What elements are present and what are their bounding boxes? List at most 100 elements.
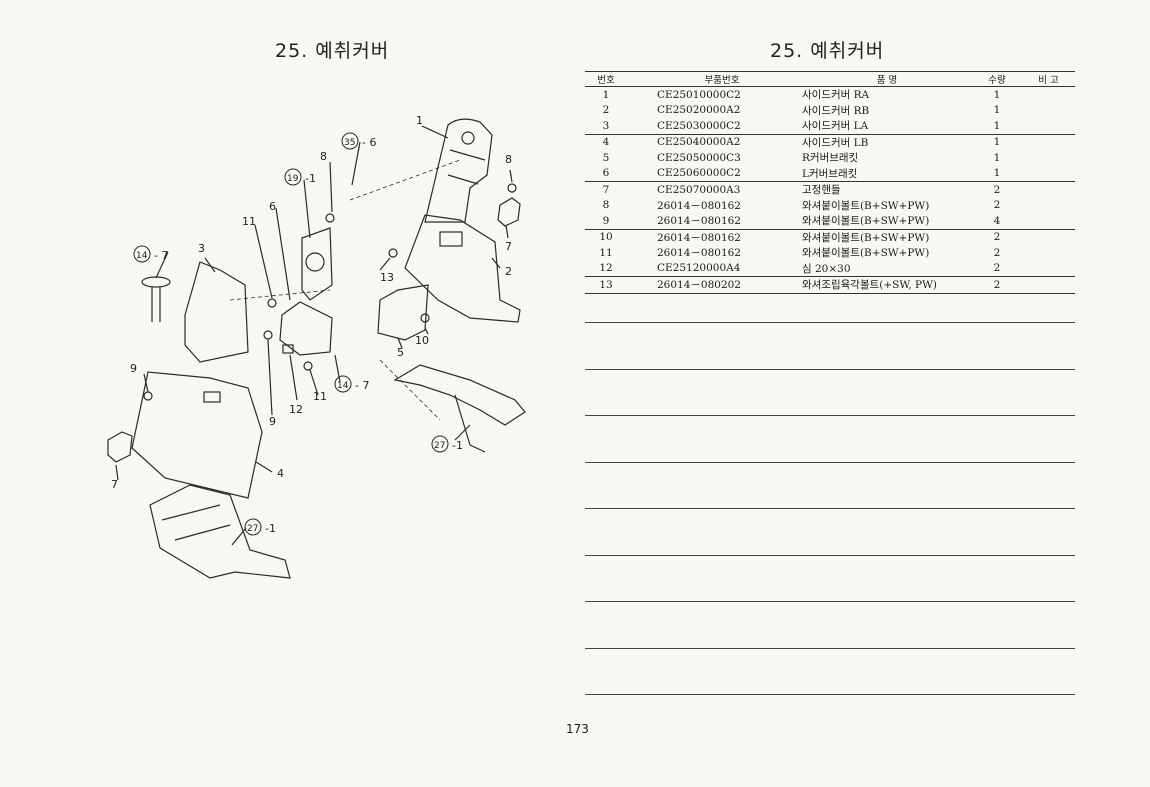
ruled-line [585,462,1075,463]
cell-remark [1022,134,1075,150]
table-row: 4 CE25040000A2 사이드커버 LB 1 [585,134,1075,150]
cell-no: 2 [602,104,610,117]
callout-numbers: 1 2 3 4 5 6 7 7 8 8 9 9 10 11 11 12 13 [111,114,512,491]
cell-name: 와셔붙이볼트(B+SW+PW) [802,199,930,212]
cell-part-no: CE25060000C2 [627,165,787,182]
cell-part-no: CE25020000A2 [657,104,741,117]
reference-labels: 35 - 6 19 -1 14 - 7 14 - 7 27 -1 27 -1 [136,136,463,535]
cell-no: 10 [599,231,613,244]
cell-remark [1022,103,1075,119]
header-name: 품 명 [787,71,972,87]
callout-3: 3 [198,242,205,255]
cell-name: 고정핸들 [802,184,841,197]
cell-part-no: CE25030000C2 [627,118,787,135]
header-part-no: 부품번호 [627,71,787,87]
cell-part-no: 26014－080162 [627,213,787,230]
cell-no: 12 [585,260,627,277]
cell-part-no: 26014－080162 [657,199,741,212]
ruled-line [585,369,1075,370]
cell-name: 사이드커버 LB [802,136,869,149]
cell-qty: 2 [972,276,1022,294]
ref-27b: 27 [247,524,258,534]
cell-name: 사이드커버 RA [802,89,870,102]
side-cover-la [184,261,249,363]
cell-name: 와셔조립육각볼트(+SW, PW) [787,276,972,294]
cell-no: 8 [602,199,610,212]
cell-part-no: CE25010000C2 [657,88,741,101]
cell-qty: 1 [972,118,1022,135]
cell-part-no: 26014－080162 [657,247,741,260]
fixing-handle-left [107,431,133,463]
fixing-handle-right [497,197,521,227]
ref-27a: 27 [434,441,445,451]
cell-no: 11 [599,246,613,259]
parts-list-table: 번호 부품번호 품 명 수량 비 고 1 CE25010000C2 사이드커버 RA… [585,71,1075,294]
ruled-line [585,322,1075,323]
ruled-line [585,694,1075,695]
cell-qty: 1 [993,136,1001,149]
cell-no: 4 [602,136,610,149]
cell-remark [1022,198,1075,214]
ref-19: 19 [287,174,299,184]
ref-27a-suffix: -1 [452,439,463,452]
side-cover-rb [404,214,521,323]
ref-14a: 14 [136,251,148,261]
cell-name: L커버브래킷 [787,165,972,182]
cell-remark [1022,165,1075,182]
cell-no: 9 [585,213,627,230]
page-number: 173 [566,722,589,736]
parts-list-title: 25. 예취커버 [770,40,885,62]
cell-remark [1022,229,1075,245]
side-cover-lb [131,371,263,499]
right-page: 25. 예취커버 [575,0,1150,787]
cell-part-no: CE25040000A2 [657,136,741,149]
callout-8a: 8 [320,150,327,163]
ref-35-suffix: - 6 [362,136,376,149]
ref-14b: 14 [337,381,349,391]
cell-remark [1022,87,1075,103]
callout-9b: 9 [269,415,276,428]
callout-5: 5 [397,346,404,359]
cell-no: 7 [602,183,610,196]
cell-qty: 2 [993,183,1001,196]
cell-name: R커버브래킷 [802,152,859,165]
callout-9a: 9 [130,362,137,375]
cell-qty: 1 [972,165,1022,182]
callout-8b: 8 [505,153,512,166]
ruled-line [585,555,1075,556]
cell-name: 와셔붙이볼트(B+SW+PW) [802,231,930,244]
cell-no: 3 [585,118,627,135]
cell-part-no: CE25120000A4 [627,260,787,277]
cell-no: 5 [602,151,610,164]
callout-7b: 7 [505,240,512,253]
cell-qty: 1 [993,104,1001,117]
cell-remark [1022,276,1075,294]
header-no: 번호 [585,71,627,87]
cell-qty: 2 [972,260,1022,277]
table-header-row: 번호 부품번호 품 명 수량 비 고 [585,71,1075,87]
ruled-line [585,648,1075,649]
callout-4: 4 [277,467,284,480]
callout-11b: 11 [313,390,327,403]
callout-11a: 11 [242,215,256,228]
cell-name: 와셔붙이볼트(B+SW+PW) [787,213,972,230]
ref-19-suffix: -1 [305,172,316,185]
ref-35: 35 [344,138,355,148]
cell-remark [1022,213,1075,230]
cell-remark [1022,182,1075,198]
r-cover-bracket [377,284,429,341]
exploded-parts-diagram: 1 2 3 4 5 6 7 7 8 8 9 9 10 11 11 12 13 [107,114,526,579]
callout-13: 13 [380,271,394,284]
ref-14a-suffix: - 7 [154,249,168,262]
cell-remark [1022,260,1075,277]
cell-name: 와셔붙이볼트(B+SW+PW) [802,247,930,260]
callout-12: 12 [289,403,303,416]
header-qty: 수량 [972,71,1022,87]
cell-qty: 2 [993,231,1001,244]
